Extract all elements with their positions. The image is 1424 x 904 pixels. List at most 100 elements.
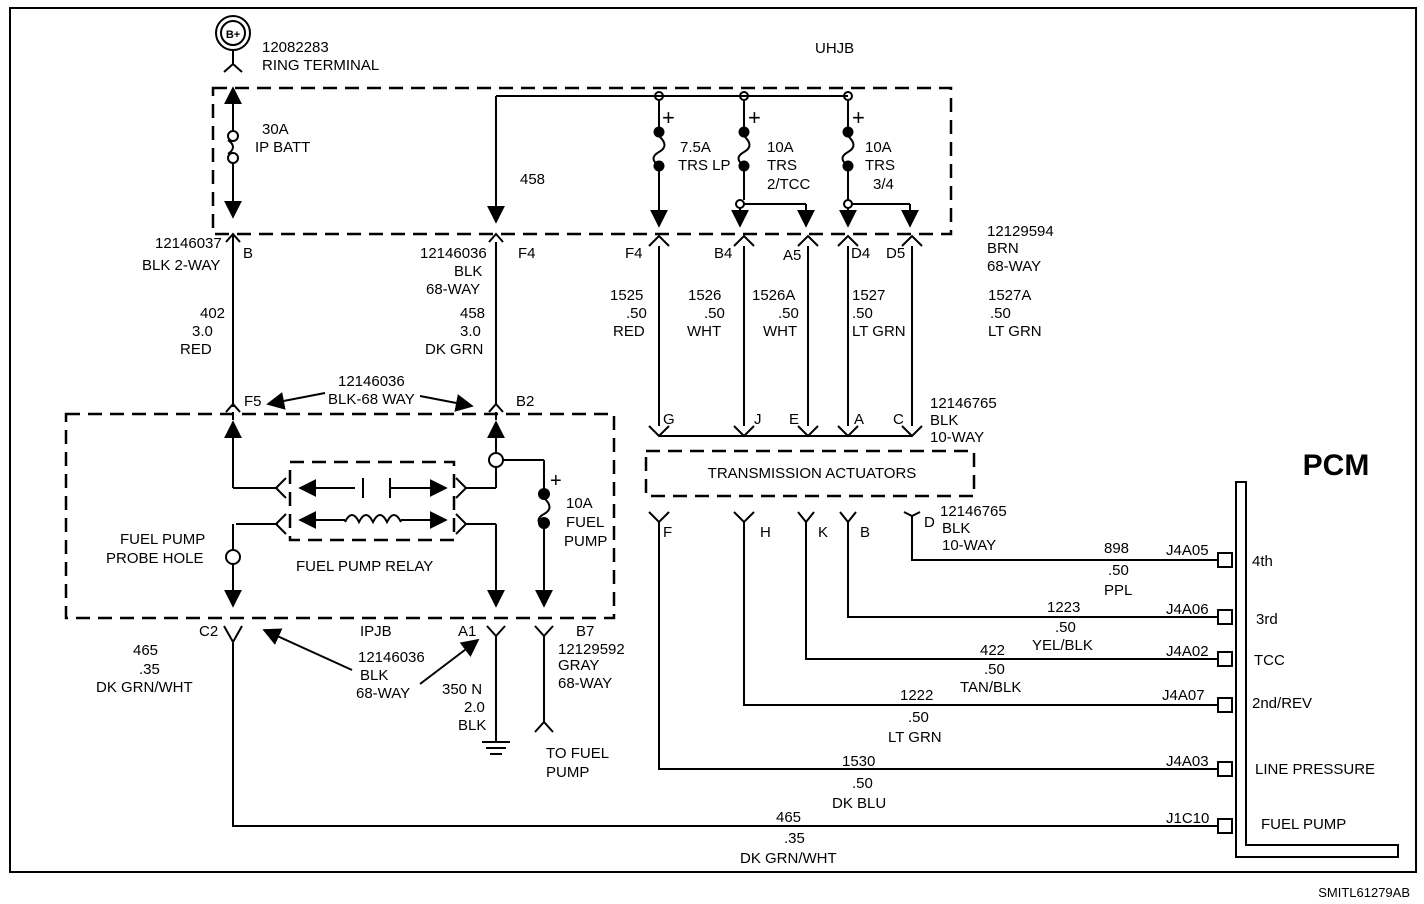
svg-text:+: + [550, 470, 562, 492]
brn-pin-b4: B4 [714, 245, 732, 262]
pcm-row-fuel-gauge: .35 [784, 830, 805, 847]
pin-b7: B7 [576, 623, 594, 640]
pcm-row-2nd-gauge: .50 [908, 709, 929, 726]
pcm-row-line-label: LINE PRESSURE [1255, 761, 1375, 778]
pcm-row-3rd-pin: J4A06 [1166, 601, 1209, 618]
conn-gray-way: 68-WAY [558, 675, 612, 692]
pcm-row-2nd-label: 2nd/REV [1252, 695, 1312, 712]
fuse-fuel-amps: 10A [566, 495, 593, 512]
top-pin-e: E [789, 411, 799, 428]
top-pin-c: C [893, 411, 904, 428]
brn-pin-d5: D5 [886, 245, 905, 262]
fuse-ip-batt-name: IP BATT [255, 139, 310, 156]
bottom-pin-b: B [860, 524, 870, 541]
fuse-trs-2-tcc-amps: 10A [767, 139, 794, 156]
svg-text:+: + [852, 105, 865, 130]
pcm-row-fuel-wire: 465 [776, 809, 801, 826]
pin-b2: B2 [516, 393, 534, 410]
pcm-row-line-pin: J4A03 [1166, 753, 1209, 770]
conn-gray-color: GRAY [558, 657, 599, 674]
conn-brn68-color: BRN [987, 240, 1019, 257]
bottom-pin-f: F [663, 524, 672, 541]
to-fuel-pump-l1: TO FUEL [546, 745, 609, 762]
figure-code: SMITL61279AB [1318, 885, 1410, 900]
wire-1526a-gauge: .50 [778, 305, 799, 322]
conn-ipjb-part: 12146036 [358, 649, 425, 666]
conn-blk10-bot-way: 10-WAY [942, 537, 996, 554]
wire-1526a-color: WHT [763, 323, 797, 340]
pcm-row-2nd-wire: 1222 [900, 687, 933, 704]
conn-blk68-way: 68-WAY [426, 281, 480, 298]
wire-402-color: RED [180, 341, 212, 358]
svg-text:+: + [748, 105, 761, 130]
wire-402-gauge: 3.0 [192, 323, 213, 340]
f5-b2-connector [225, 242, 504, 420]
pcm-row-4th-color: PPL [1104, 582, 1132, 599]
wire-458-gauge: 3.0 [460, 323, 481, 340]
pin-c2: C2 [199, 623, 218, 640]
pcm-housing [1235, 481, 1399, 858]
pcm-row-4th-gauge: .50 [1108, 562, 1129, 579]
fuel-pump-relay-box [288, 460, 456, 542]
conn-brn68-part: 12129594 [987, 223, 1054, 240]
top-pin-j: J [754, 411, 762, 428]
wire-1526-color: WHT [687, 323, 721, 340]
pin-f5: F5 [244, 393, 262, 410]
fuse-trs-2-tcc-name2: 2/TCC [767, 176, 811, 193]
conn-blk10-top-part: 12146765 [930, 395, 997, 412]
conn-blk68-color: BLK [454, 263, 482, 280]
wire-350-num: 350 N [442, 681, 482, 698]
conn-blk68-pin: F4 [518, 245, 536, 262]
ipjb-label: IPJB [360, 623, 392, 640]
conn-gray-part: 12129592 [558, 641, 625, 658]
pcm-row-4th-label: 4th [1252, 553, 1273, 570]
wire-465-left-gauge: .35 [139, 661, 160, 678]
pcm-row-line-gauge: .50 [852, 775, 873, 792]
conn-blk10-top-color: BLK [930, 412, 958, 429]
pcm-row-tcc-label: TCC [1254, 652, 1285, 669]
conn-blk10-bot-color: BLK [942, 520, 970, 537]
conn-f5-b2-desc: BLK-68 WAY [328, 391, 415, 408]
pcm-row-fuel-color: DK GRN/WHT [740, 850, 837, 867]
fuse-trs-3-4-amps: 10A [865, 139, 892, 156]
wire-1527-gauge: .50 [852, 305, 873, 322]
fuse-ip-batt-amps: 30A [262, 121, 289, 138]
pcm-row-tcc-gauge: .50 [984, 661, 1005, 678]
fuse-trs-lp: + [650, 91, 675, 228]
ring-terminal-part: 12082283 [262, 39, 329, 56]
pcm-row-tcc-wire: 422 [980, 642, 1005, 659]
wire-1525-num: 1525 [610, 287, 643, 304]
uhjb-connector-forks [225, 232, 923, 247]
to-fuel-pump-l2: PUMP [546, 764, 589, 781]
wire-1526-gauge: .50 [704, 305, 725, 322]
pcm-row-3rd-label: 3rd [1256, 611, 1278, 628]
wire-1526a-num: 1526A [752, 287, 795, 304]
fuse-trs-3-4: + [839, 91, 919, 228]
relay-name: FUEL PUMP RELAY [296, 558, 433, 575]
conn-brn68-way: 68-WAY [987, 258, 1041, 275]
wire-350-color: BLK [458, 717, 486, 734]
conn-blk68-part: 12146036 [420, 245, 487, 262]
wire-1527a-gauge: .50 [990, 305, 1011, 322]
bottom-pin-d: D [924, 514, 935, 531]
fuse-trs-2-tcc: + [731, 91, 815, 228]
uhjb-box [211, 86, 953, 236]
wire-1527-num: 1527 [852, 287, 885, 304]
wire-465-left-color: DK GRN/WHT [96, 679, 193, 696]
relay-probe-l2: PROBE HOLE [106, 550, 204, 567]
pcm-row-line-color: DK BLU [832, 795, 886, 812]
pcm-row-3rd-gauge: .50 [1055, 619, 1076, 636]
transmission-actuators-box [644, 449, 976, 498]
fuse-trs-2-tcc-name: TRS [767, 157, 797, 174]
pcm-row-tcc-color: TAN/BLK [960, 679, 1021, 696]
pcm-pin-sockets [1217, 552, 1233, 834]
pcm-row-2nd-pin: J4A07 [1162, 687, 1205, 704]
fuel-pump-relay [224, 420, 544, 608]
conn-blk10-top-way: 10-WAY [930, 429, 984, 446]
trans-harness-wires [648, 246, 923, 438]
pcm-row-3rd-wire: 1223 [1047, 599, 1080, 616]
arrow-to-c2 [262, 628, 353, 671]
b-plus-label: B+ [226, 29, 240, 41]
pcm-routed-wires [232, 516, 1218, 827]
